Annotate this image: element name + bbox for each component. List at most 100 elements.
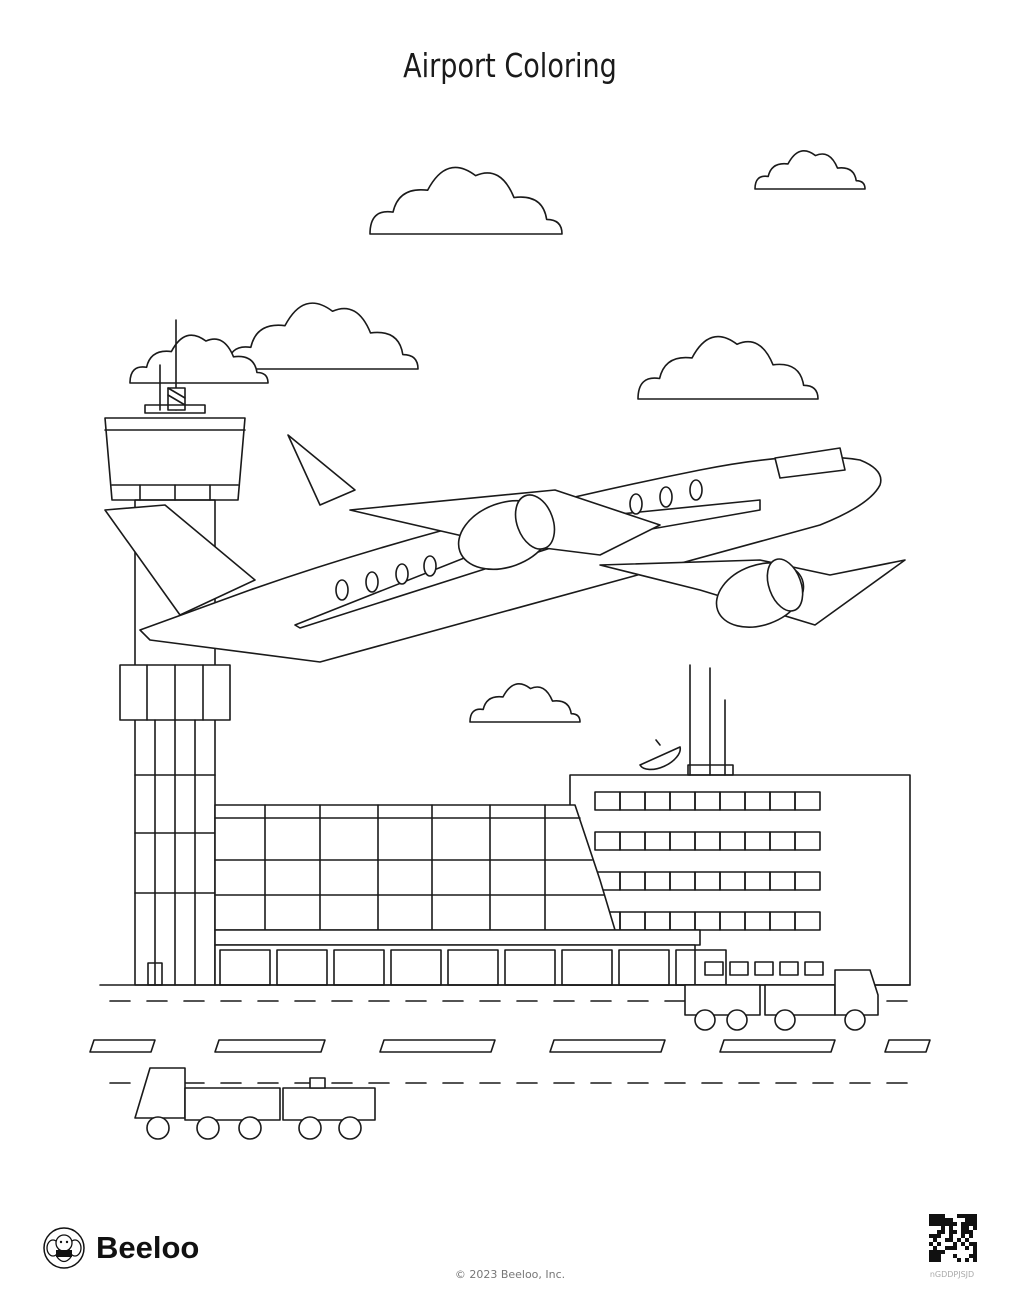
qr-module [933,1238,937,1242]
lane-stripe [214,1039,326,1053]
qr-module [933,1234,937,1238]
window [794,911,821,931]
runway-markings [89,1000,931,1084]
qr-module [937,1218,941,1222]
window [779,961,799,976]
porthole [335,579,349,601]
qr-module [929,1258,933,1262]
page-title: Airport Coloring [403,46,617,85]
qr-module [969,1214,973,1218]
qr-module [933,1246,937,1250]
qr-module [937,1254,941,1258]
qr-module [957,1238,961,1242]
qr-module [973,1226,977,1230]
qr-module [933,1250,937,1254]
cloud [469,683,581,723]
porthole [423,555,437,577]
qr-module [945,1218,949,1222]
brand-name: Beeloo [96,1230,200,1265]
qr-module [929,1214,933,1218]
qr-module [961,1234,965,1238]
qr-code-id: nGDDPJSJD [929,1270,975,1279]
porthole [689,479,703,501]
qr-module [949,1218,953,1222]
qr-module [937,1230,941,1234]
qr-module [949,1230,953,1234]
cloud [129,334,269,384]
lane-stripe [549,1039,666,1053]
qr-module [941,1226,945,1230]
qr-module [973,1222,977,1226]
porthole [395,563,409,585]
window [794,831,821,851]
qr-module [937,1250,941,1254]
qr-module [949,1246,953,1250]
qr-module [973,1242,977,1246]
bee-logo-icon [43,1227,85,1269]
baggage-truck-left [134,1067,376,1140]
qr-module [937,1258,941,1262]
qr-module [965,1226,969,1230]
qr-module [969,1230,973,1234]
porthole [629,493,643,515]
qr-module [961,1226,965,1230]
qr-module [937,1234,941,1238]
qr-module [973,1254,977,1258]
qr-module [953,1254,957,1258]
window [794,871,821,891]
qr-module [929,1250,933,1254]
qr-module [953,1222,957,1226]
qr-module [945,1222,949,1226]
qr-module [929,1222,933,1226]
qr-module [965,1222,969,1226]
qr-module [957,1258,961,1262]
qr-module [933,1258,937,1262]
qr-module [937,1222,941,1226]
qr-module [953,1242,957,1246]
qr-module [961,1222,965,1226]
qr-module [969,1234,973,1238]
lane-stripe [884,1039,931,1053]
baggage-truck-right [684,969,879,1031]
qr-module [949,1234,953,1238]
porthole [659,486,673,508]
qr-module [937,1214,941,1218]
cloud [227,302,419,370]
qr-module [961,1242,965,1246]
qr-module [969,1222,973,1226]
window [804,961,824,976]
qr-module [941,1214,945,1218]
qr-module [957,1214,961,1218]
cloud [754,150,866,190]
qr-module [965,1218,969,1222]
cloud [369,166,563,235]
qr-module [965,1214,969,1218]
qr-module [929,1234,933,1238]
qr-module [937,1242,941,1246]
qr-module [961,1230,965,1234]
plane-windows [335,479,703,601]
qr-module [941,1250,945,1254]
window [754,961,774,976]
cloud [637,335,819,400]
qr-module [933,1222,937,1226]
qr-module [933,1214,937,1218]
qr-module [945,1238,949,1242]
qr-module [949,1222,953,1226]
window [704,961,724,976]
lane-stripe [719,1039,836,1053]
qr-module [973,1214,977,1218]
qr-module [929,1254,933,1258]
airplane [104,434,906,663]
qr-module [949,1226,953,1230]
window [729,961,749,976]
window [794,791,821,811]
qr-module [929,1242,933,1246]
qr-module [973,1246,977,1250]
control-tower [104,319,246,986]
qr-module [973,1218,977,1222]
qr-module [953,1246,957,1250]
qr-module [969,1218,973,1222]
qr-module [941,1230,945,1234]
qr-module [965,1246,969,1250]
